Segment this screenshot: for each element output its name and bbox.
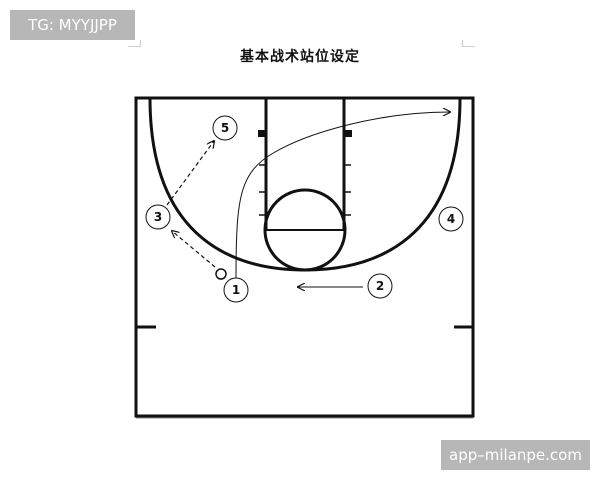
watermark-top-left: TG: MYYJJPP: [10, 10, 135, 40]
player-5: 5: [212, 115, 238, 141]
player-2-label: 2: [376, 279, 384, 293]
player-4: 4: [438, 206, 464, 232]
player-3: 3: [145, 204, 171, 230]
ball-marker: [215, 268, 227, 280]
page-corner-mark-left: [128, 40, 141, 47]
watermark-bottom-right: app–milanpe.com: [441, 440, 590, 470]
player-1: 1: [223, 277, 249, 303]
player-4-label: 4: [447, 212, 455, 226]
player-5-label: 5: [221, 121, 229, 135]
pass-arrow-to-player-5: [166, 141, 214, 206]
lane-block-right: [344, 130, 352, 137]
player-2: 2: [367, 273, 393, 299]
pass-arrow-to-player-3: [172, 231, 216, 268]
free-throw-circle: [263, 188, 347, 272]
player-3-label: 3: [154, 210, 162, 224]
player-1-label: 1: [232, 283, 240, 297]
diagram-title: 基本战术站位设定: [240, 49, 360, 65]
three-point-arc: [148, 97, 462, 272]
page-corner-mark-right: [462, 40, 475, 47]
cut-path-player-1: [235, 112, 450, 279]
lane-block-left: [258, 130, 266, 137]
court-boundary: [134, 96, 475, 418]
